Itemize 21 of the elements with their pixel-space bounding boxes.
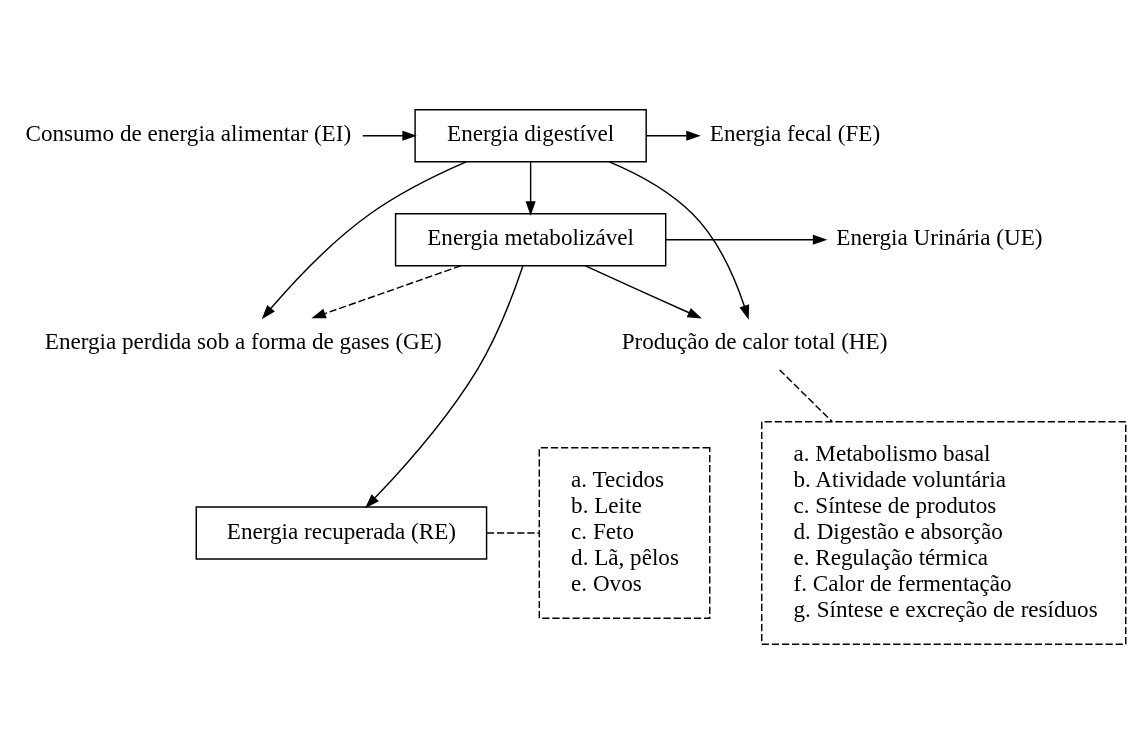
node-box: Energia digestível: [414, 109, 647, 163]
node-box: Energia recuperada (RE): [195, 506, 488, 560]
arrow: [608, 161, 750, 320]
node-text: Energia perdida sob a forma de gases (GE): [44, 328, 442, 355]
node-text: Energia fecal (FE): [709, 120, 881, 147]
arrow: [584, 265, 702, 319]
arrow: [261, 161, 467, 320]
connector: [486, 532, 540, 534]
arrow: [365, 265, 524, 509]
node-text: Energia Urinária (UE): [836, 224, 1043, 251]
connector: [778, 369, 833, 423]
arrow: [525, 161, 536, 216]
arrow: [362, 130, 417, 141]
node-box: a. Metabolismo basal b. Atividade voluntária c. Síntese de produtos d. Digestão e absorção e. Regulação térmica f. Calor de fermentação g. Síntese e excreção de resíduos: [761, 421, 1127, 645]
arrow: [665, 234, 828, 245]
node-box: Energia metabolizável: [394, 213, 667, 267]
node-text: Produção de calor total (HE): [621, 328, 888, 355]
node-text: Consumo de energia alimentar (EI): [25, 120, 352, 147]
node-box: a. Tecidos b. Leite c. Feto d. Lã, pêlos e. Ovos: [538, 447, 711, 619]
arrow: [311, 265, 462, 319]
arrow: [645, 130, 701, 141]
